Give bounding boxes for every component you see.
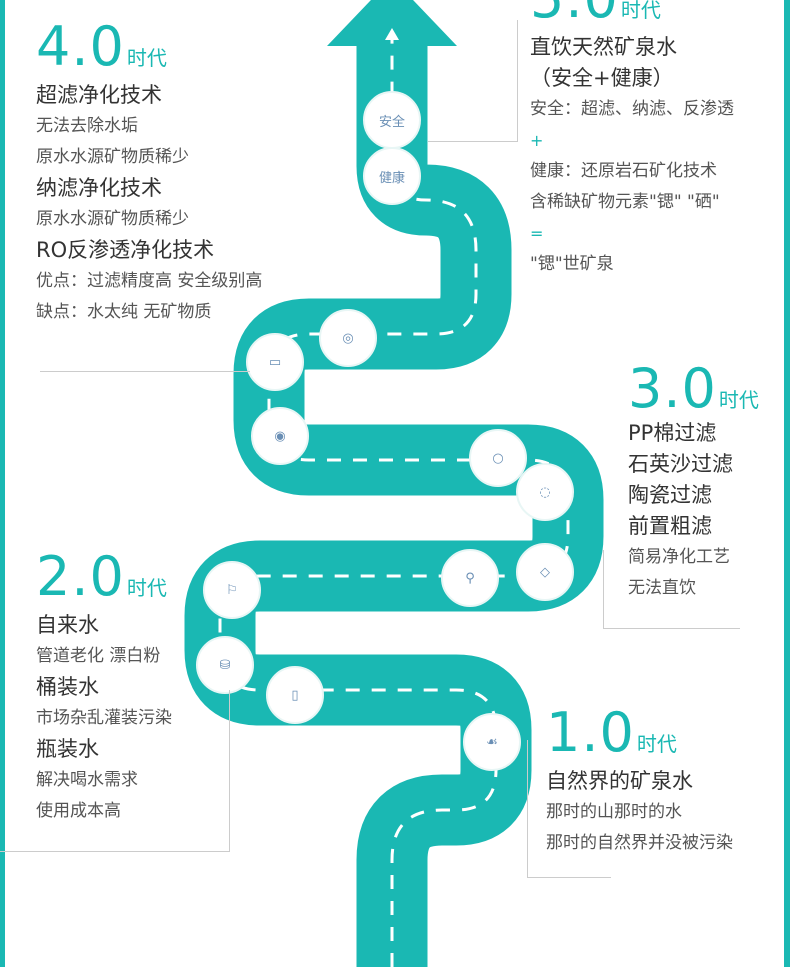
- safety-shield-icon: 安全: [363, 91, 421, 149]
- divider: [229, 690, 230, 851]
- left-accent-strip: [0, 0, 5, 967]
- feature-heading: 超滤净化技术: [36, 83, 162, 107]
- feature-text: 原水水源矿物质稀少: [36, 147, 189, 167]
- feature-heading: 前置粗滤: [628, 514, 712, 538]
- era-suffix: 时代: [636, 732, 677, 756]
- feature-heading: 瓶装水: [36, 737, 99, 761]
- faucet-icon: ⚐: [203, 561, 261, 619]
- era-number: 2.0: [36, 545, 125, 608]
- health-glass-icon: 健康: [363, 147, 421, 205]
- feature-text: 无法直饮: [628, 578, 696, 598]
- ro-housing-icon: ▭: [246, 333, 304, 391]
- divider: [428, 141, 518, 142]
- feature-text: 安全：超滤、纳滤、反渗透: [530, 99, 734, 119]
- feature-text: 含稀缺矿物元素"锶" "硒": [530, 192, 720, 212]
- era-suffix: 时代: [620, 0, 661, 22]
- feature-heading: 纳滤净化技术: [36, 176, 162, 200]
- feature-text: "锶"世矿泉: [530, 254, 614, 274]
- divider: [0, 851, 230, 852]
- filter-cap-icon: ◎: [319, 309, 377, 367]
- water-bucket-icon: ⛁: [196, 636, 254, 694]
- quartz-sand-icon: ◌: [516, 463, 574, 521]
- feature-text: 管道老化 漂白粉: [36, 646, 161, 666]
- road-arrow-mark: [385, 28, 399, 40]
- feature-text: 使用成本高: [36, 801, 121, 821]
- operator-symbol: +: [530, 131, 544, 150]
- feature-text: 优点：过滤精度高 安全级别高: [36, 271, 263, 291]
- feature-text: 市场杂乱灌装污染: [36, 708, 172, 728]
- feature-text: 那时的自然界并没被污染: [546, 833, 733, 853]
- divider: [517, 20, 518, 141]
- feature-text: 解决喝水需求: [36, 770, 138, 790]
- divider: [603, 628, 740, 629]
- feature-text: 无法去除水垢: [36, 116, 138, 136]
- feature-heading: PP棉过滤: [628, 421, 717, 445]
- era-suffix: 时代: [126, 576, 167, 600]
- feature-text: 健康：还原岩石矿化技术: [530, 161, 717, 181]
- ceramic-icon: ◇: [516, 543, 574, 601]
- natural-spring-icon: ☙: [463, 713, 521, 771]
- road-arrow-head: [327, 0, 457, 46]
- era-number: 5.0: [530, 0, 619, 30]
- era-suffix: 时代: [126, 46, 167, 70]
- operator-symbol: =: [530, 224, 544, 243]
- feature-heading: 桶装水: [36, 675, 99, 699]
- era-number: 1.0: [546, 701, 635, 764]
- feature-text: 那时的山那时的水: [546, 802, 682, 822]
- divider: [527, 740, 528, 877]
- right-accent-strip: [784, 0, 790, 967]
- feature-heading: 石英沙过滤: [628, 452, 733, 476]
- divider: [40, 371, 250, 372]
- feature-text: 原水水源矿物质稀少: [36, 209, 189, 229]
- prefilter-icon: ⚲: [441, 549, 499, 607]
- feature-text: 简易净化工艺: [628, 547, 730, 567]
- divider: [527, 877, 611, 878]
- feature-heading: 自然界的矿泉水: [546, 769, 693, 793]
- feature-heading: 直饮天然矿泉水: [530, 35, 677, 59]
- era-number: 3.0: [628, 357, 717, 420]
- divider: [603, 550, 604, 628]
- feature-heading: RO反渗透净化技术: [36, 238, 215, 262]
- feature-heading: 自来水: [36, 613, 99, 637]
- feature-text: 缺点：水太纯 无矿物质: [36, 302, 212, 322]
- era-5-block: 5.0时代 直饮天然矿泉水 （安全+健康） 安全：超滤、纳滤、反渗透 + 健康：还原岩石…: [530, 0, 734, 280]
- feature-heading: （安全+健康）: [530, 66, 674, 90]
- era-number: 4.0: [36, 15, 125, 78]
- pp-cotton-icon: ○: [469, 429, 527, 487]
- era-5-title: 5.0时代: [530, 0, 734, 26]
- water-bottle-icon: ▯: [266, 666, 324, 724]
- era-suffix: 时代: [718, 388, 759, 412]
- ro-membrane-icon: ◉: [251, 407, 309, 465]
- feature-heading: 陶瓷过滤: [628, 483, 712, 507]
